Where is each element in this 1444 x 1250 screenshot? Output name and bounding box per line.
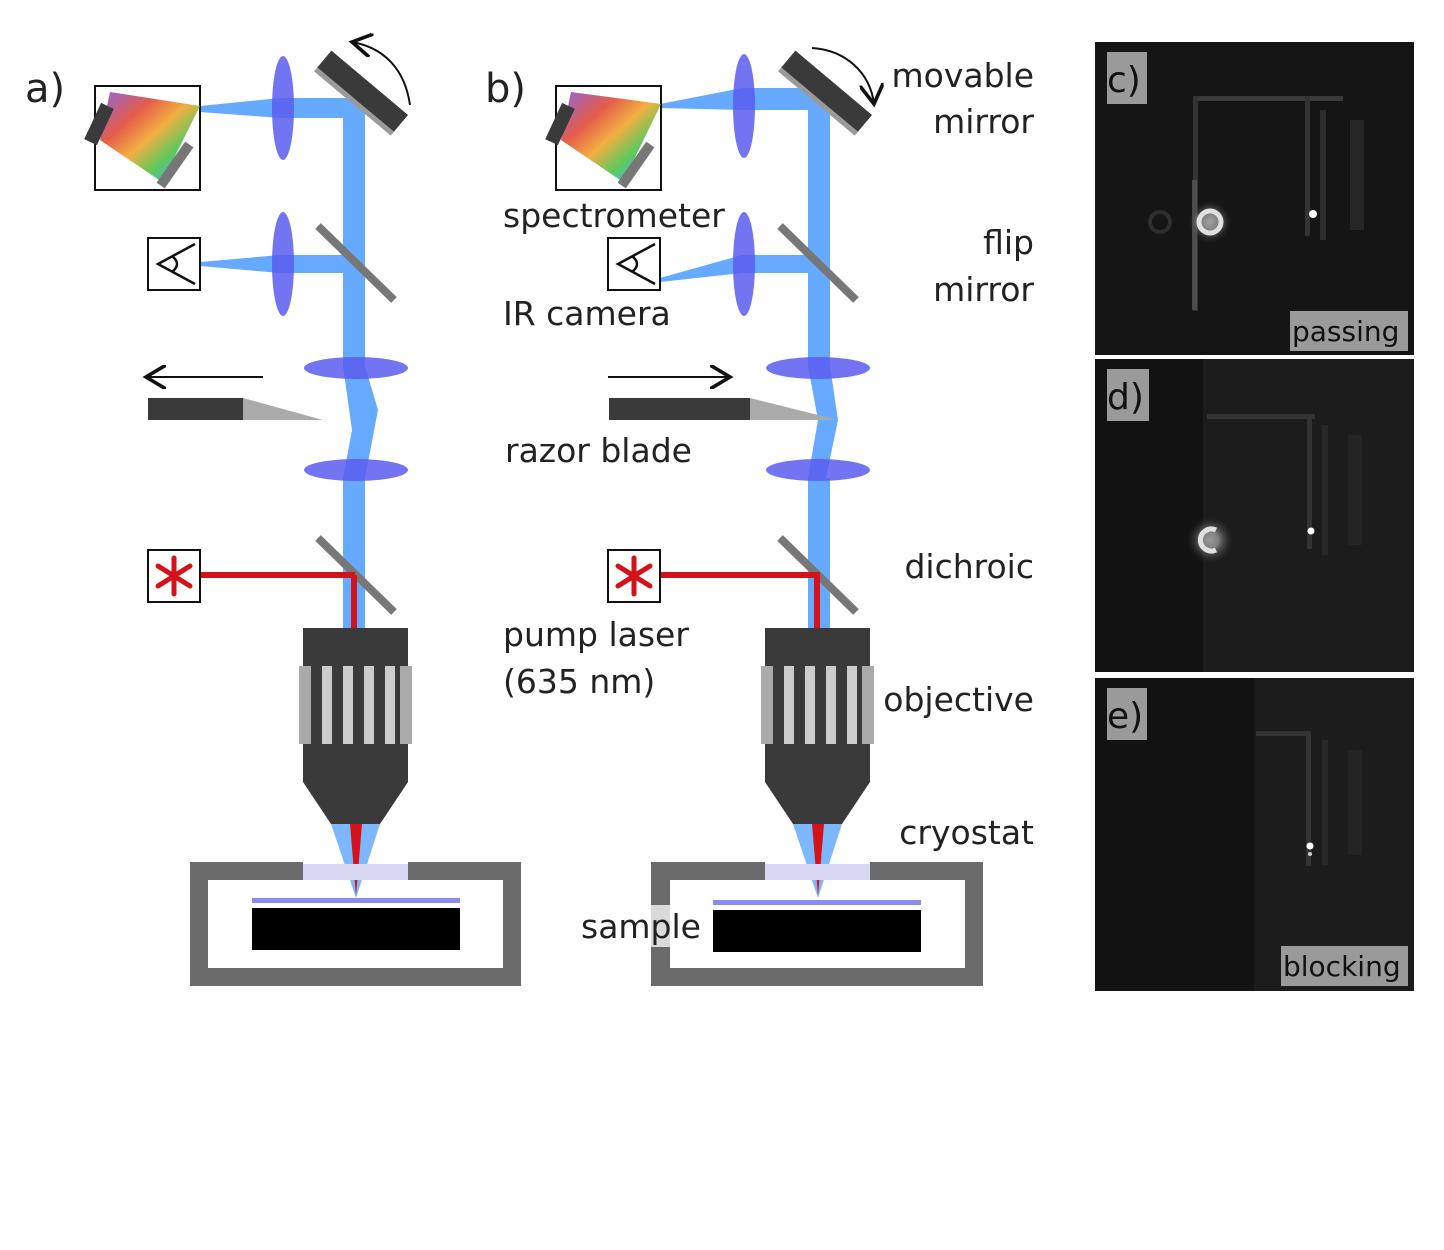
cryostat <box>190 862 521 986</box>
beam-ir-focus <box>660 255 742 282</box>
panel-label-a: a) <box>25 66 65 112</box>
panel-label-b: b) <box>485 66 526 112</box>
lens-upper <box>766 357 870 379</box>
objective <box>299 628 412 824</box>
laser-star-icon <box>607 549 661 603</box>
objective-focus-red <box>812 824 824 896</box>
panel-label-e: e) <box>1107 696 1143 737</box>
beam-top-focus <box>660 88 742 110</box>
pump-beam-vertical <box>814 575 820 630</box>
label-movable-1: movable <box>891 56 1034 95</box>
label-movable-2: mirror <box>933 102 1034 141</box>
beam-vertical <box>343 98 365 366</box>
lens-ir <box>733 212 755 316</box>
prism-spectrometer-icon <box>545 85 662 191</box>
label-flip-2: mirror <box>933 270 1034 309</box>
lens-ir <box>272 212 294 316</box>
panel-a: a) <box>25 42 521 986</box>
pump-beam-horizontal <box>200 572 355 578</box>
movable-mirror <box>314 50 409 136</box>
eye-icon <box>607 237 661 291</box>
label-pump-laser-1: pump laser <box>503 615 689 654</box>
flip-mirror <box>777 223 859 303</box>
camera-image-d: d) <box>1095 359 1414 672</box>
beam-ir-focus <box>200 255 280 273</box>
beam-ir <box>742 255 830 273</box>
label-pump-laser-2: (635 nm) <box>503 662 655 701</box>
razor-blade <box>148 398 323 420</box>
panel-label-d: d) <box>1107 377 1144 418</box>
objective <box>761 628 874 824</box>
panel-b: b) movable mirror spectrometer flip mirr… <box>485 47 1034 986</box>
label-ir-camera: IR camera <box>503 294 671 333</box>
camera-tag-blocking: blocking <box>1283 950 1401 983</box>
label-dichroic: dichroic <box>904 547 1034 586</box>
camera-image-e: e) blocking <box>1095 678 1414 991</box>
rotation-arrow-ccw <box>352 42 411 106</box>
lens-upper <box>304 357 408 379</box>
rotation-arrow-cw <box>811 47 874 104</box>
lens-lower <box>766 459 870 481</box>
label-flip-1: flip <box>983 223 1034 262</box>
camera-image-c: c) passing <box>1095 42 1414 355</box>
razor-blade <box>609 398 838 420</box>
panel-label-c: c) <box>1107 60 1141 101</box>
label-cryostat: cryostat <box>899 813 1034 852</box>
beam-focus <box>343 366 378 478</box>
label-objective: objective <box>883 680 1034 719</box>
beam-top-focus <box>200 98 280 118</box>
objective-focus-red <box>350 824 362 896</box>
cryostat <box>651 862 983 986</box>
laser-star-icon <box>147 549 201 603</box>
lens-lower <box>304 459 408 481</box>
beam-vertical-lower <box>808 478 830 628</box>
lens-top <box>272 56 294 160</box>
eye-icon <box>147 237 201 291</box>
beam-vertical <box>808 98 830 366</box>
beam-ir <box>280 255 365 273</box>
beam-vertical-lower <box>343 478 365 628</box>
lens-top <box>733 54 755 158</box>
label-spectrometer: spectrometer <box>503 196 725 235</box>
pump-beam-vertical <box>351 575 357 630</box>
label-sample: sample <box>581 907 701 946</box>
pump-beam-horizontal <box>660 572 820 578</box>
flip-mirror <box>315 223 397 303</box>
beam-focus <box>808 366 838 478</box>
prism-spectrometer-icon <box>84 85 201 191</box>
camera-tag-passing: passing <box>1292 315 1399 348</box>
label-sample-backdrop <box>580 905 708 947</box>
label-razor-blade: razor blade <box>505 431 692 470</box>
beam-top <box>280 98 365 118</box>
movable-mirror <box>778 50 873 136</box>
